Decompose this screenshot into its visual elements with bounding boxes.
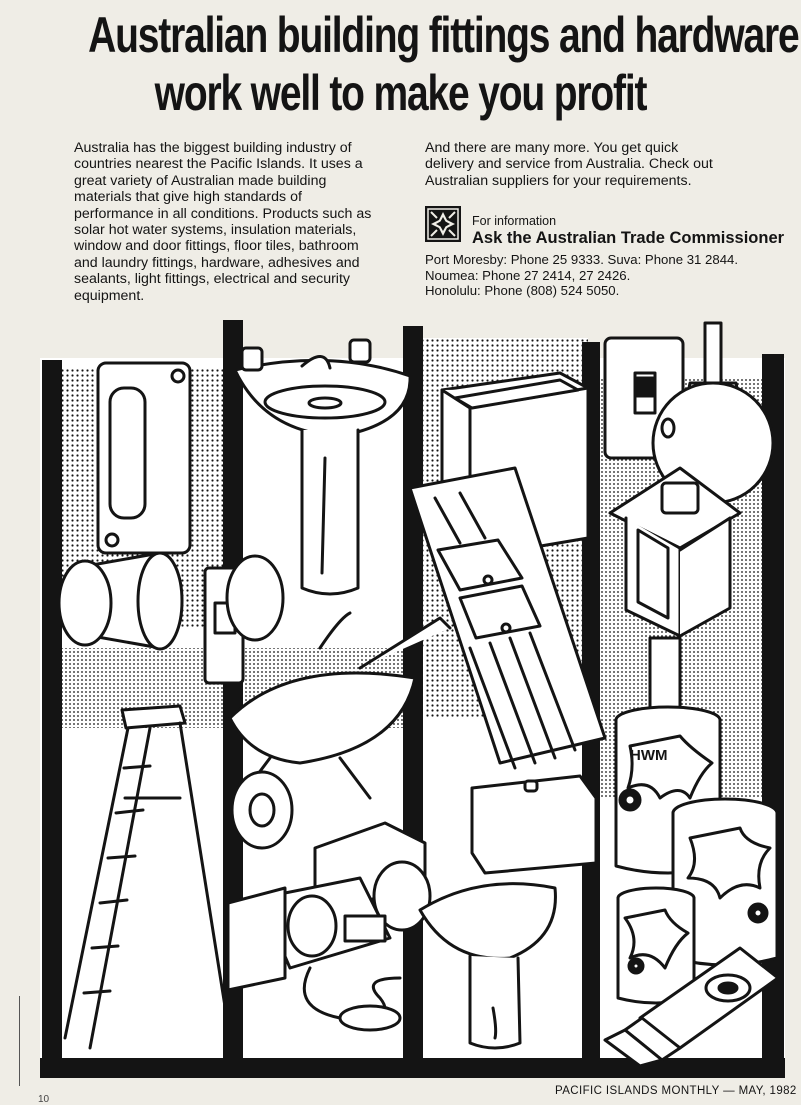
trade-commissioner-heading: Ask the Australian Trade Commissioner: [472, 229, 785, 247]
sink-icon: [408, 466, 607, 770]
info-label: For information: [472, 214, 557, 228]
publication-footer: PACIFIC ISLANDS MONTHLY — MAY, 1982: [555, 1085, 797, 1097]
headline-line-2: work well to make you profit: [154, 65, 648, 121]
body-line: Australian suppliers for your requiremen…: [425, 172, 692, 189]
body-line: and laundry fittings, hardware, adhesive…: [74, 254, 360, 271]
page-number: 10: [38, 1094, 50, 1105]
body-text-left: Australia has the biggest building indus…: [74, 140, 414, 304]
phone-list: Port Moresby: Phone 25 9333. Suva: Phone…: [425, 252, 795, 299]
vertical-post: [42, 360, 62, 1078]
body-text-right: And there are many more. You get quick d…: [425, 140, 785, 189]
body-line: And there are many more. You get quick: [425, 140, 679, 156]
phone-line: Noumea: Phone 27 2414, 27 2426.: [425, 267, 631, 283]
door-lock-icon: [57, 551, 285, 685]
body-line: great variety of Australian made buildin…: [74, 172, 327, 189]
headline-line-1: Australian building fittings and hardwar…: [88, 7, 800, 63]
body-line: materials that give high standards of: [74, 189, 302, 206]
ladder-icon: [63, 704, 232, 1050]
body-line: solar hot water systems, insulation mate…: [74, 222, 357, 239]
floor-bar: [40, 1058, 785, 1078]
phone-line: Port Moresby: Phone 25 9333. Suva: Phone…: [425, 252, 739, 267]
door-handle-icon: [96, 361, 192, 555]
body-line: Australia has the biggest building indus…: [74, 140, 352, 156]
paint-can-icon: [616, 886, 696, 1005]
wheelbarrow-icon: [228, 611, 452, 850]
paint-can-label: HWM: [630, 747, 668, 764]
body-line: countries nearest the Pacific Islands. I…: [74, 156, 363, 173]
coach-lamp-icon: [608, 466, 742, 760]
adhesive-tube-icon: [603, 946, 780, 1068]
body-line: equipment.: [74, 287, 145, 304]
phone-line: Honolulu: Phone (808) 524 5050.: [425, 283, 620, 298]
body-line: window and door fittings, floor tiles, b…: [74, 238, 359, 255]
basin-icon: [233, 338, 412, 596]
margin-rule: [19, 996, 20, 1086]
product-illustration: HWM: [40, 320, 785, 1078]
headline: Australian building fittings and hardwar…: [88, 6, 800, 122]
vertical-post: [223, 320, 243, 1078]
body-line: performance in all conditions. Products …: [74, 205, 372, 222]
toilet-icon: [418, 774, 598, 1050]
trade-commission-logo-icon: [425, 206, 461, 242]
body-line: sealants, light fittings, electrical and…: [74, 271, 350, 288]
body-line: delivery and service from Australia. Che…: [425, 156, 713, 173]
info-block: For information Ask the Australian Trade…: [425, 204, 785, 250]
generator-icon: [226, 821, 432, 1032]
